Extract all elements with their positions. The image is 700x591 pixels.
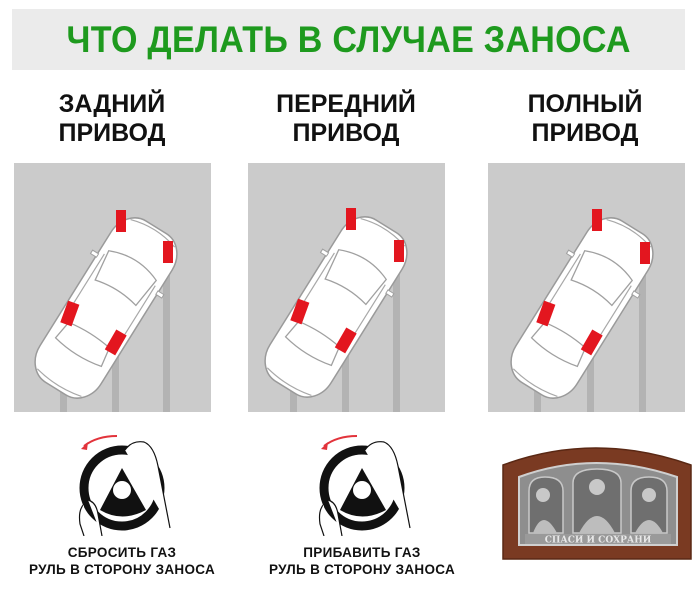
tire-track	[639, 263, 646, 412]
heading-all-drive: ПОЛНЫЙ ПРИВОД	[485, 90, 685, 148]
plaque-inscription: СПАСИ И СОХРАНИ	[545, 536, 652, 546]
caption-line1: ПРИБАВИТЬ ГАЗ	[303, 545, 421, 560]
front-right-wheel	[163, 241, 173, 263]
car-icon	[495, 204, 669, 412]
action-caption-front-drive: ПРИБАВИТЬ ГАЗ РУЛЬ В СТОРОНУ ЗАНОСА	[242, 544, 482, 578]
front-left-wheel	[116, 210, 126, 232]
tire-track	[393, 263, 400, 412]
steering-wheel-icon	[78, 435, 171, 536]
heading-rear-drive: ЗАДНИЙ ПРИВОД	[12, 90, 212, 148]
heading-line2: ПРИВОД	[292, 119, 400, 147]
steering-wheel-icon	[318, 435, 411, 536]
rear-left-wheel	[60, 300, 80, 327]
skid-illustration-all-drive	[488, 163, 685, 412]
skid-illustration-rear-drive	[14, 163, 211, 412]
front-right-wheel	[640, 242, 650, 264]
front-left-wheel	[592, 209, 602, 231]
rear-right-wheel	[580, 329, 603, 356]
arrow-left-icon	[81, 442, 88, 450]
front-left-wheel	[346, 208, 356, 230]
page-title: ЧТО ДЕЛАТЬ В СЛУЧАЕ ЗАНОСА	[66, 18, 631, 60]
rear-right-wheel	[334, 327, 357, 354]
tire-track	[342, 343, 349, 412]
skid-illustration-front-drive	[248, 163, 445, 412]
heading-line1: ЗАДНИЙ	[58, 90, 166, 118]
car-icon	[249, 203, 423, 411]
rear-left-wheel	[290, 298, 310, 325]
tire-track	[163, 263, 170, 412]
front-right-wheel	[394, 240, 404, 262]
action-caption-rear-drive: СБРОСИТЬ ГАЗ РУЛЬ В СТОРОНУ ЗАНОСА	[2, 544, 242, 578]
caption-line2: РУЛЬ В СТОРОНУ ЗАНОСА	[28, 562, 216, 577]
caption-line2: РУЛЬ В СТОРОНУ ЗАНОСА	[268, 562, 456, 577]
caption-line1: СБРОСИТЬ ГАЗ	[67, 545, 177, 560]
title-banner: ЧТО ДЕЛАТЬ В СЛУЧАЕ ЗАНОСА	[12, 9, 685, 70]
car-icon	[19, 204, 193, 412]
tire-track	[112, 343, 119, 412]
heading-front-drive: ПЕРЕДНИЙ ПРИВОД	[246, 90, 446, 148]
heading-line2: ПРИВОД	[531, 119, 639, 147]
rear-left-wheel	[536, 300, 556, 327]
icon-plaque-image: СПАСИ И СОХРАНИ	[502, 447, 692, 560]
rear-right-wheel	[104, 329, 127, 356]
arrow-left-icon	[321, 442, 328, 450]
tire-track	[587, 343, 594, 412]
heading-line2: ПРИВОД	[58, 119, 166, 147]
heading-line1: ПЕРЕДНИЙ	[276, 90, 416, 118]
heading-line1: ПОЛНЫЙ	[527, 90, 643, 118]
